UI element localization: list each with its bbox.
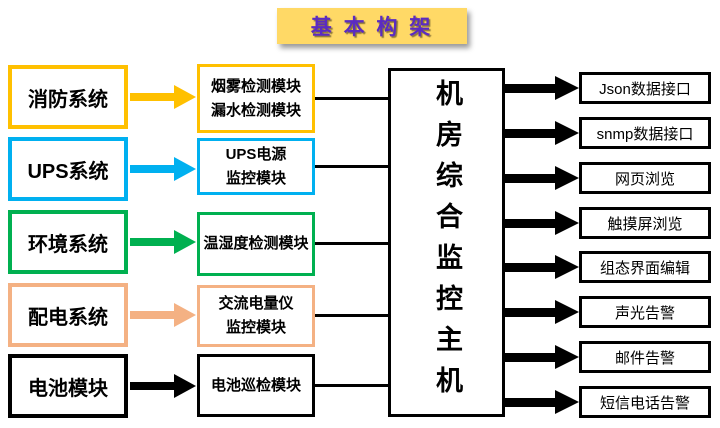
arrow-head-icon <box>555 121 579 145</box>
arrow-head-icon <box>555 211 579 235</box>
arrow-head-icon <box>555 76 579 100</box>
system-label: 消防系统 <box>28 88 108 111</box>
system-box-battery: 电池模块 <box>8 354 128 418</box>
arrow-shaft <box>505 263 557 272</box>
output-box-json: Json数据接口 <box>579 72 711 104</box>
arrow-shaft <box>505 398 557 407</box>
connector-ups-to-host <box>315 165 388 168</box>
module-label: 监控模块 <box>225 319 286 336</box>
arrow-shaft <box>505 308 557 317</box>
title-text: 基 本 构 架 <box>310 16 434 39</box>
arrow-power-to-module <box>130 303 196 327</box>
module-box-smoke-leak: 烟雾检测模块 漏水检测模块 <box>197 64 315 133</box>
arrow-shaft <box>130 311 176 319</box>
arrow-host-to-touchscreen <box>505 211 580 235</box>
module-label: 烟雾检测模块 <box>210 77 301 95</box>
module-box-battery-inspect: 电池巡检模块 <box>197 354 315 417</box>
output-box-touchscreen: 触摸屏浏览 <box>579 207 711 239</box>
arrow-host-to-sms <box>505 390 580 414</box>
arrow-host-to-json <box>505 76 580 100</box>
module-box-temp-humidity: 温湿度检测模块 <box>197 212 315 276</box>
arrow-head-icon <box>174 230 196 254</box>
host-box: 机房综合监控主机 <box>388 68 505 417</box>
arrow-shaft <box>505 174 557 183</box>
output-box-sms-call-alarm: 短信电话告警 <box>579 386 711 418</box>
module-box-ups-monitor: UPS电源 监控模块 <box>197 138 315 195</box>
arrow-head-icon <box>555 345 579 369</box>
arrow-shaft <box>130 165 176 173</box>
output-label: 邮件告警 <box>614 349 675 367</box>
connector-ac-to-host <box>315 314 388 317</box>
arrow-shaft <box>505 84 557 93</box>
arrow-head-icon <box>174 157 196 181</box>
arrow-shaft <box>505 129 557 138</box>
output-box-web-browse: 网页浏览 <box>579 162 711 194</box>
arrow-shaft <box>130 382 176 390</box>
arrow-head-icon <box>555 390 579 414</box>
connector-temp-to-host <box>315 242 388 245</box>
output-box-snmp: snmp数据接口 <box>579 117 711 149</box>
arrow-environment-to-module <box>130 230 196 254</box>
output-label: snmp数据接口 <box>596 125 694 143</box>
arrow-head-icon <box>555 166 579 190</box>
host-label: 机房综合监控主机 <box>432 78 462 407</box>
module-label: 电池巡检模块 <box>210 376 301 394</box>
output-label: 短信电话告警 <box>599 394 690 412</box>
arrow-head-icon <box>174 85 196 109</box>
module-box-ac-meter: 交流电量仪 监控模块 <box>197 285 315 347</box>
system-box-environment: 环境系统 <box>8 210 128 274</box>
arrow-battery-to-module <box>130 374 196 398</box>
arrow-shaft <box>130 93 176 101</box>
connector-smoke-to-host <box>315 97 388 100</box>
arrow-shaft <box>505 353 557 362</box>
arrow-shaft <box>130 238 176 246</box>
output-box-scada-edit: 组态界面编辑 <box>579 251 711 283</box>
output-label: Json数据接口 <box>599 80 691 98</box>
module-label: 交流电量仪 <box>218 295 294 312</box>
system-box-power: 配电系统 <box>8 283 128 347</box>
arrow-host-to-sound-light <box>505 300 580 324</box>
output-box-email-alarm: 邮件告警 <box>579 341 711 373</box>
module-label: 监控模块 <box>225 169 286 187</box>
module-label: UPS电源 <box>225 145 287 163</box>
output-label: 组态界面编辑 <box>599 259 690 277</box>
arrow-host-to-email <box>505 345 580 369</box>
arrow-host-to-scada-edit <box>505 255 580 279</box>
arrow-shaft <box>505 219 557 228</box>
connector-battery-to-host <box>315 384 388 387</box>
arrow-ups-to-module <box>130 157 196 181</box>
system-label: 电池模块 <box>28 377 108 400</box>
output-label: 网页浏览 <box>614 170 675 188</box>
arrow-host-to-snmp <box>505 121 580 145</box>
arrow-fire-to-module <box>130 85 196 109</box>
title-banner: 基 本 构 架 <box>277 8 467 44</box>
system-label: 环境系统 <box>28 233 108 256</box>
arrow-head-icon <box>174 303 196 327</box>
system-box-fire: 消防系统 <box>8 65 128 129</box>
system-box-ups: UPS系统 <box>8 137 128 201</box>
module-label: 漏水检测模块 <box>210 101 301 119</box>
output-label: 触摸屏浏览 <box>607 215 683 233</box>
output-label: 声光告警 <box>614 304 675 322</box>
arrow-host-to-web <box>505 166 580 190</box>
system-label: 配电系统 <box>28 306 108 329</box>
arrow-head-icon <box>555 300 579 324</box>
module-label: 温湿度检测模块 <box>203 235 309 252</box>
system-label: UPS系统 <box>27 160 109 183</box>
arrow-head-icon <box>174 374 196 398</box>
arrow-head-icon <box>555 255 579 279</box>
output-box-sound-light-alarm: 声光告警 <box>579 296 711 328</box>
